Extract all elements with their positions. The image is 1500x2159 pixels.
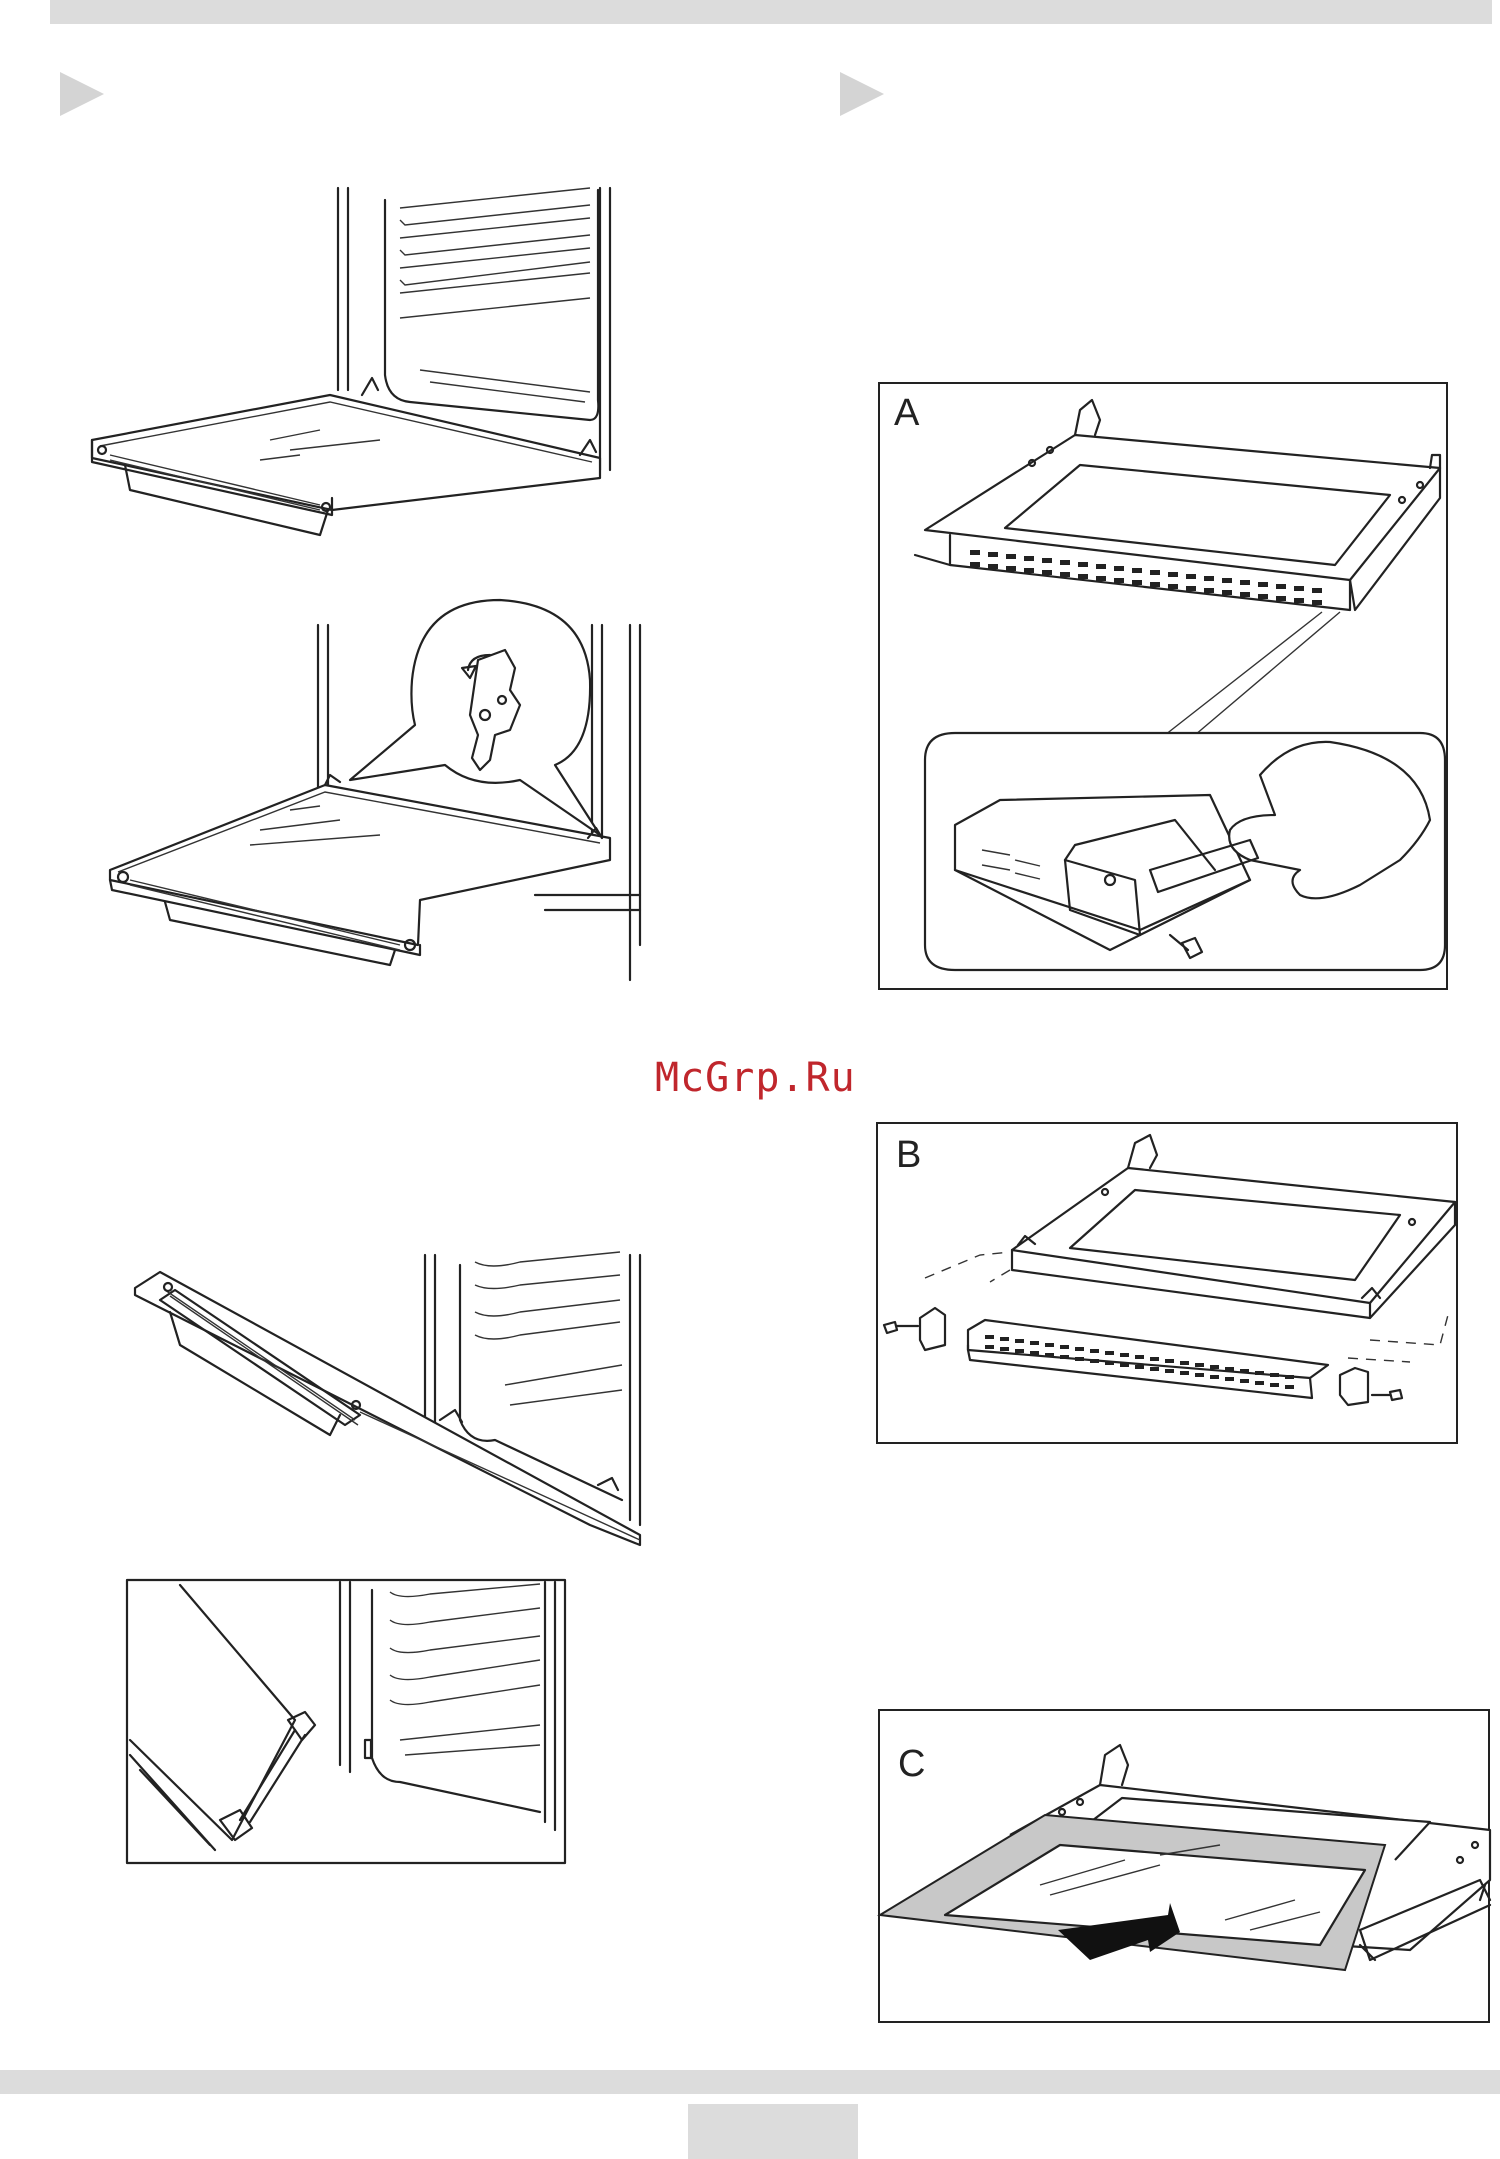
footer-band — [0, 2070, 1500, 2094]
page-number-tab — [688, 2104, 858, 2159]
